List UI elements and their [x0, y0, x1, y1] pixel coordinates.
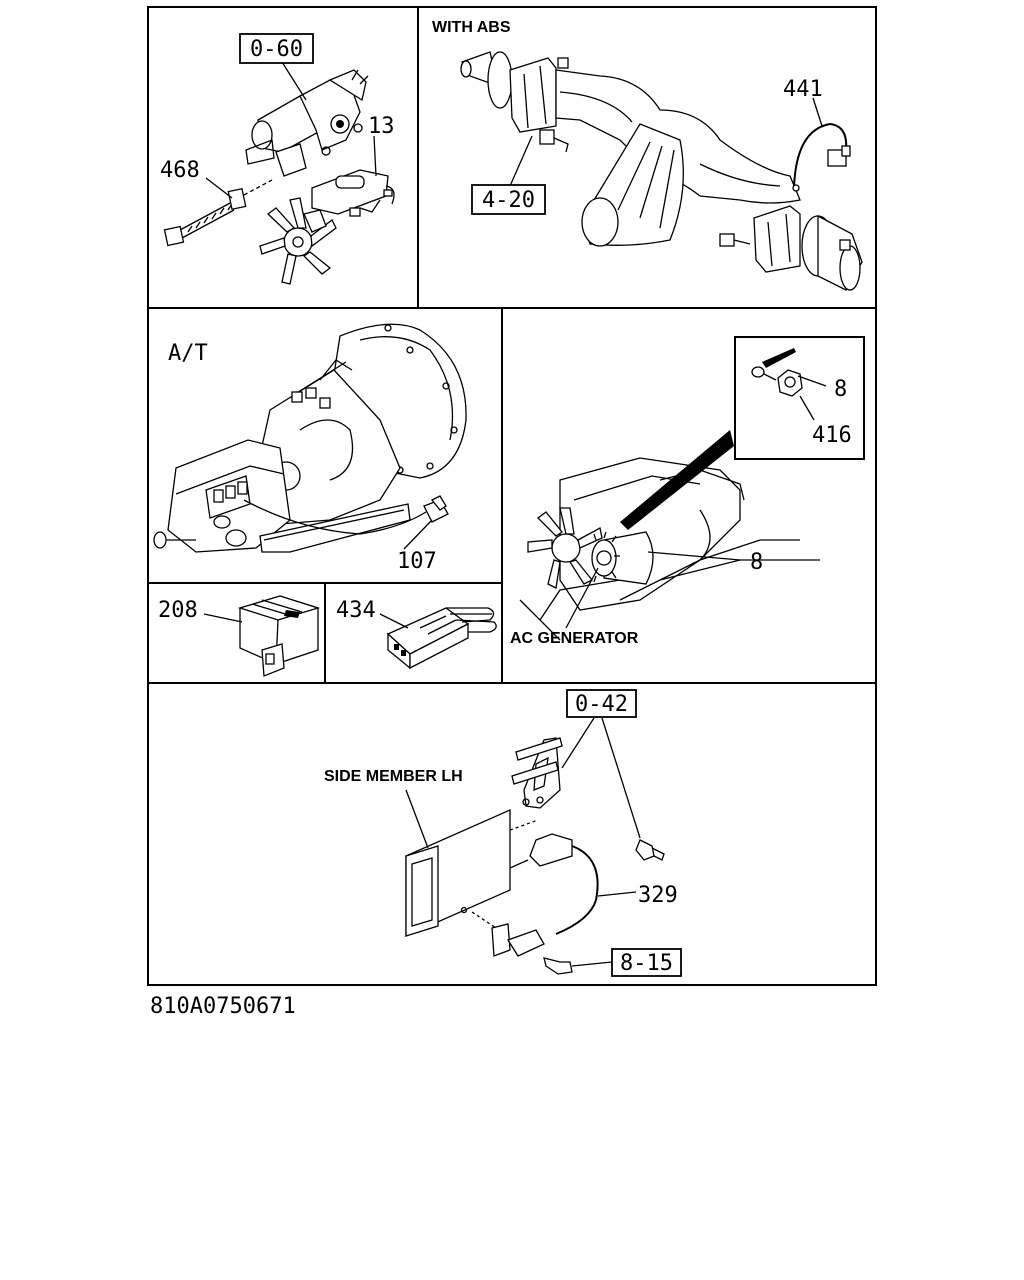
boxed-ref-8-15: 8-15	[620, 951, 673, 976]
panel-part-434: 434	[336, 598, 497, 670]
panel-actuator: 0-60 468 13	[160, 33, 395, 285]
panel-title-with-abs: WITH ABS	[432, 19, 511, 36]
panel-rear-axle: WITH ABS	[432, 19, 863, 291]
ac-generator-illustration	[591, 531, 654, 585]
panel-title-at: A/T	[168, 341, 208, 366]
inset-nut-illustration	[751, 348, 803, 397]
part-number-468: 468	[160, 158, 200, 183]
part-number-13: 13	[368, 114, 395, 139]
actuator-illustration	[245, 69, 369, 177]
panel-transmission: A/T	[153, 323, 467, 574]
drawing-number: 810A0750671	[150, 994, 296, 1019]
part-number-107: 107	[397, 549, 437, 574]
panel-grid	[147, 6, 877, 986]
side-member-lh-caption: SIDE MEMBER LH	[324, 768, 463, 785]
side-member-illustration	[405, 737, 665, 975]
connector-434-illustration	[386, 607, 497, 670]
part-number-329: 329	[638, 883, 678, 908]
boxed-ref-0-60: 0-60	[250, 37, 303, 62]
connector-208-illustration	[237, 595, 321, 677]
boxed-ref-0-42: 0-42	[575, 692, 628, 717]
ac-generator-caption: AC GENERATOR	[510, 630, 639, 647]
generator-fan-illustration	[527, 507, 603, 589]
part-number-434: 434	[336, 598, 376, 623]
rear-axle-illustration	[460, 51, 863, 291]
panel-part-208: 208	[158, 595, 321, 677]
part-number-8-inset: 8	[834, 377, 847, 402]
part-number-441: 441	[783, 77, 823, 102]
part-number-8: 8	[750, 550, 763, 575]
transmission-illustration	[153, 323, 467, 553]
part-number-416: 416	[812, 423, 852, 448]
panel-ac-generator: 8 416	[510, 336, 865, 647]
sensor-13-illustration	[259, 135, 395, 285]
panel-side-member: 0-42 SIDE MEMBER LH 329 8-15	[324, 689, 682, 977]
part-number-208: 208	[158, 598, 198, 623]
harness-468-illustration	[163, 177, 273, 247]
boxed-ref-4-20: 4-20	[482, 188, 535, 213]
